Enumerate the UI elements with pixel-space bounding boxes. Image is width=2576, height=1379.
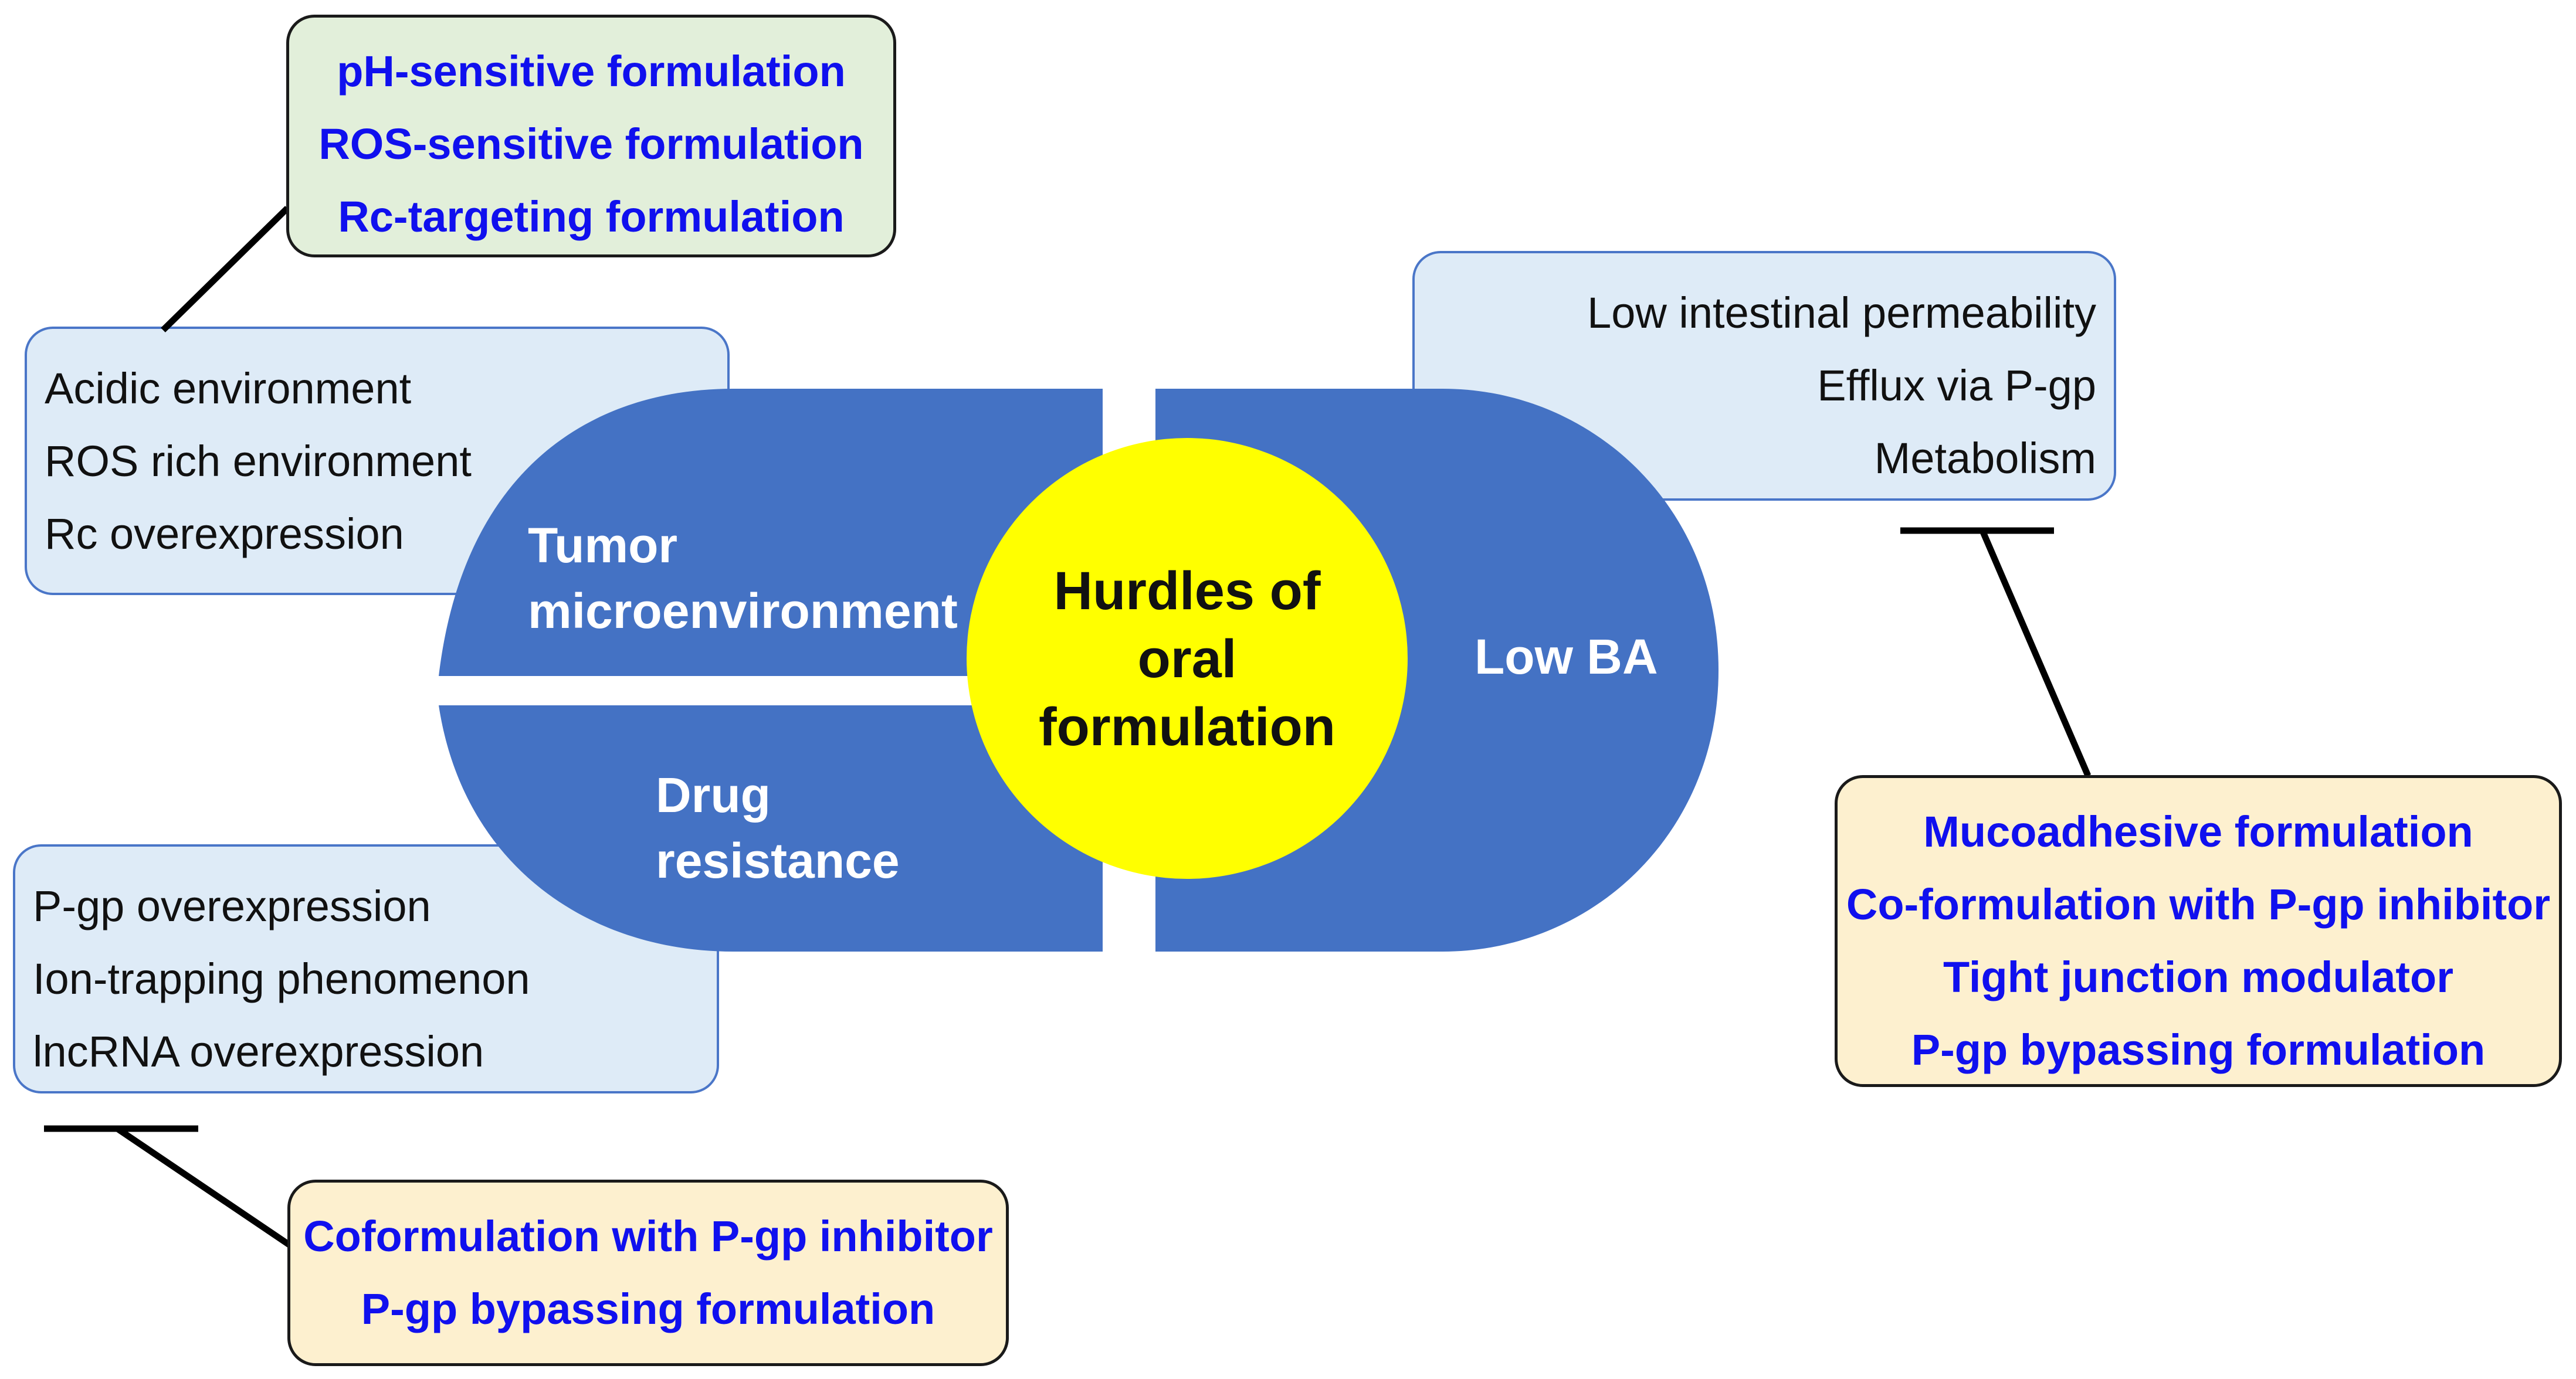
drug-solutions-box: Coformulation with P-gp inhibitor P-gp b… [287,1180,1009,1366]
lowba-problem-2: Efflux via P-gp [1817,361,2096,410]
lowba-connector-line [1979,529,2092,777]
drug-problem-1: P-gp overexpression [33,882,431,930]
tumor-solution-1: pH-sensitive formulation [337,47,846,96]
lowba-solution-4: P-gp bypassing formulation [1911,1025,2486,1074]
drug-segment-shape [439,705,1103,952]
tumor-connector-line [161,206,290,332]
tumor-solutions-box: pH-sensitive formulation ROS-sensitive f… [286,15,896,257]
drug-problem-2: Ion-trapping phenomenon [33,955,530,1003]
drug-connector-line [115,1126,293,1249]
lowba-problem-1: Low intestinal permeability [1587,288,2096,337]
center-title: Hurdles of oral formulation [1039,561,1336,757]
lowba-solution-2: Co-formulation with P-gp inhibitor [1846,880,2551,929]
drug-segment-label: Drug resistance [656,767,900,888]
lowba-solution-3: Tight junction modulator [1943,953,2454,1001]
tumor-segment-label: Tumor microenvironment [528,518,958,638]
lowba-problem-3: Metabolism [1874,434,2096,483]
tumor-segment-shape [439,389,1103,676]
tumor-problem-2: ROS rich environment [45,437,472,485]
tumor-solution-3: Rc-targeting formulation [338,192,845,241]
lowba-solution-1: Mucoadhesive formulation [1923,807,2473,856]
tumor-solution-2: ROS-sensitive formulation [318,120,864,168]
drug-solution-2: P-gp bypassing formulation [361,1285,936,1333]
drug-problem-3: lncRNA overexpression [33,1027,484,1076]
lowba-segment-label: Low BA [1475,629,1658,684]
drug-solution-1: Coformulation with P-gp inhibitor [303,1212,993,1261]
lowba-solutions-box: Mucoadhesive formulation Co-formulation … [1835,775,2562,1087]
center-circle [967,438,1408,879]
tumor-problem-1: Acidic environment [45,364,412,413]
tumor-problem-3: Rc overexpression [45,510,404,558]
